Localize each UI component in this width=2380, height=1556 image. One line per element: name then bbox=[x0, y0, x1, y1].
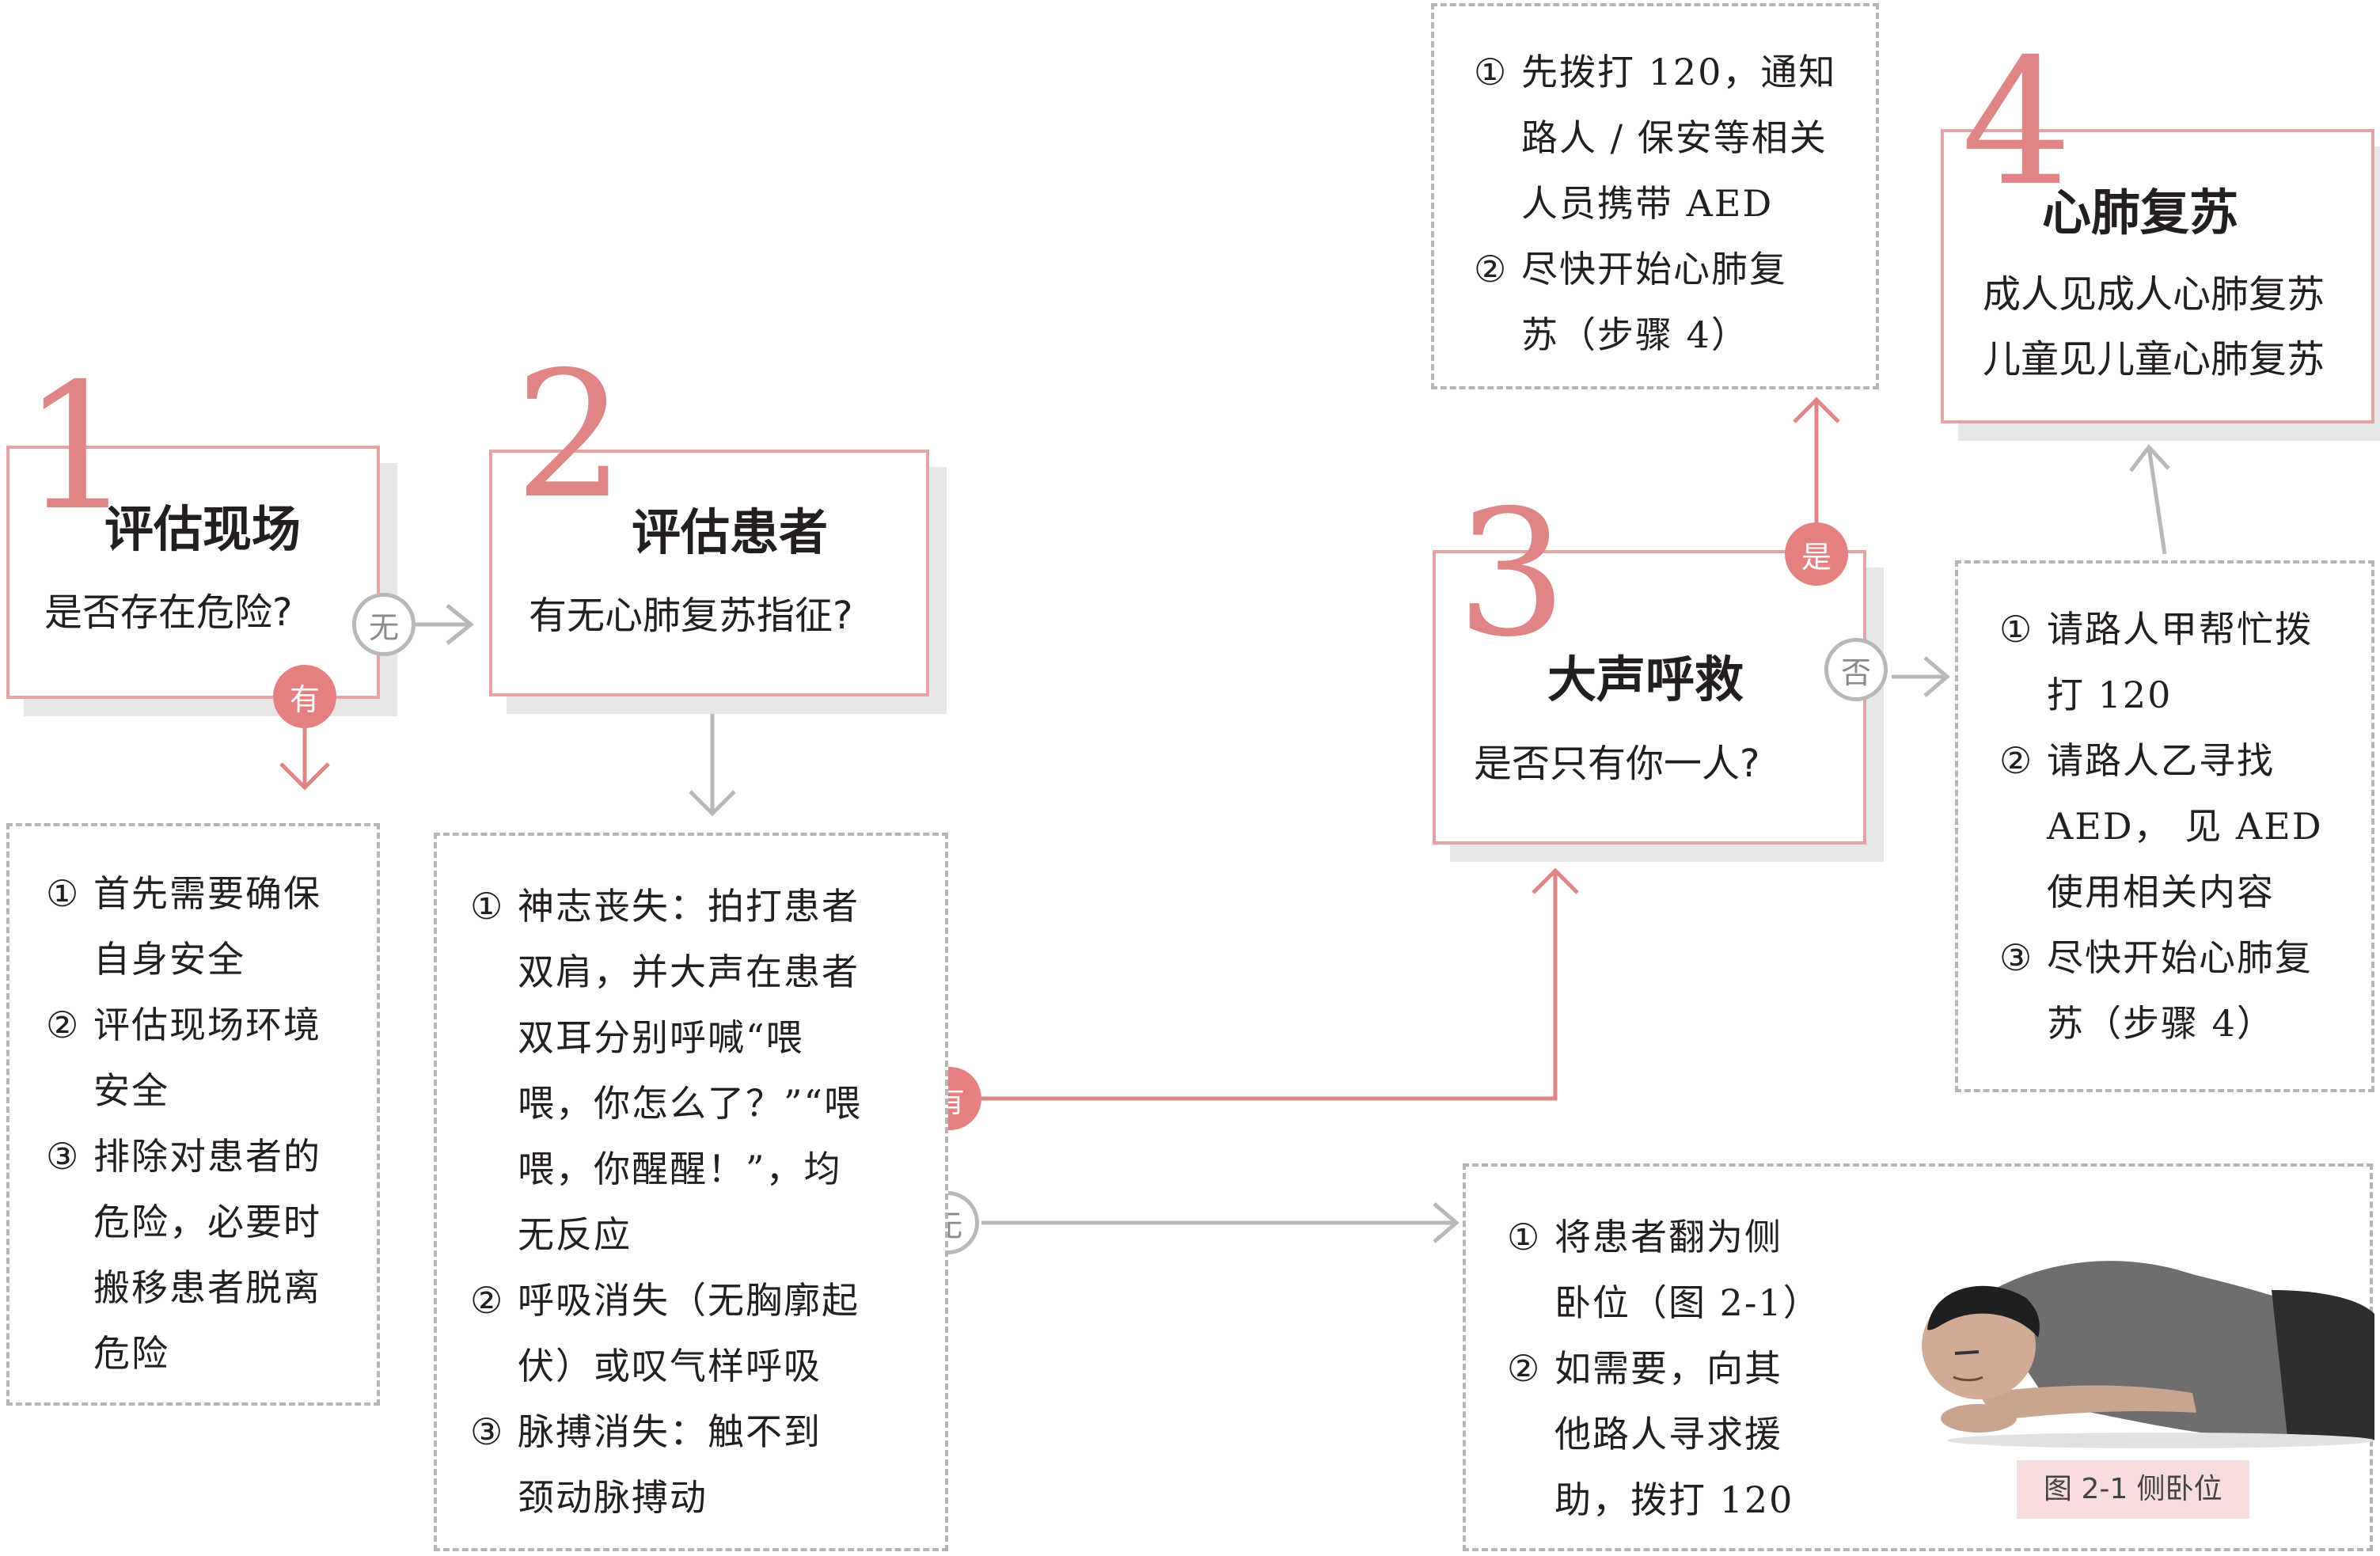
arrow-notalone-to-step4 bbox=[2129, 444, 2170, 555]
arrow-step3-to-alone bbox=[1793, 397, 1840, 530]
step2-box bbox=[489, 450, 929, 696]
step1-number: 1 bbox=[22, 346, 133, 548]
step4-number: 4 bbox=[1961, 21, 2072, 224]
badge-alone-no: 否 bbox=[1824, 638, 1888, 701]
step3-subtitle: 是否只有你一人? bbox=[1474, 742, 1760, 786]
step1-subtitle: 是否存在危险? bbox=[44, 590, 293, 635]
step2-number: 2 bbox=[514, 334, 625, 537]
badge-alone-yes: 是 bbox=[1785, 522, 1848, 586]
step4-box bbox=[1941, 129, 2374, 423]
step1-box bbox=[6, 446, 380, 699]
step3-title: 大声呼救 bbox=[1547, 651, 1744, 708]
arrow-step3-to-notalone bbox=[1892, 656, 1950, 697]
badge-no-danger: 无 bbox=[352, 593, 416, 656]
arrow-step1-to-note1 bbox=[279, 728, 330, 791]
figure-caption: 图 2-1 侧卧位 bbox=[2017, 1460, 2249, 1519]
step3-box bbox=[1433, 550, 1866, 844]
badge-has-danger: 有 bbox=[273, 665, 336, 728]
arrow-note2-to-step3 bbox=[981, 867, 1579, 1101]
arrow-note2-to-recovery bbox=[981, 1202, 1460, 1243]
arrow-step2-to-note2 bbox=[689, 696, 736, 817]
step2-title: 评估患者 bbox=[632, 503, 829, 561]
step4-line2: 儿童见儿童心肺复苏 bbox=[1983, 337, 2325, 381]
step2-subtitle: 有无心肺复苏指征? bbox=[529, 594, 853, 638]
step1-title: 评估现场 bbox=[104, 500, 302, 558]
arrow-step1-to-step2 bbox=[416, 604, 475, 645]
step4-line1: 成人见成人心肺复苏 bbox=[1983, 272, 2325, 317]
step4-title: 心肺复苏 bbox=[2042, 184, 2239, 241]
recovery-position-photo bbox=[1922, 1261, 2374, 1448]
step3-number: 3 bbox=[1456, 472, 1567, 675]
